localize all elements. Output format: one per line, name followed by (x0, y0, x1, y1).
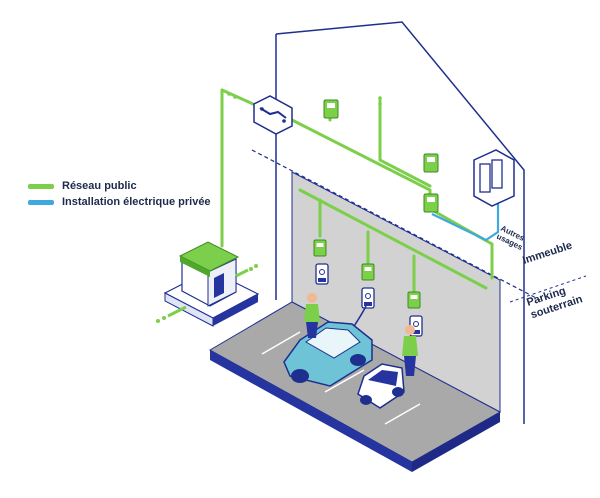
zone-divider-dashed (509, 275, 587, 303)
legend-label: Installation électrique privée (62, 196, 211, 208)
legend-item-private-installation: Installation électrique privée (28, 196, 211, 208)
incoming-public-cable-left (167, 305, 187, 318)
cable-end-dots (227, 92, 382, 106)
parking-zone-label: Parking souterrain (525, 285, 584, 321)
substation-base-side (213, 294, 258, 326)
parking-floor-edge-side (412, 412, 500, 472)
incoming-cable-dots (156, 264, 258, 323)
blue-line-swatch (28, 199, 54, 205)
person-icon (402, 325, 418, 376)
person-icon (304, 293, 320, 338)
substation-roof-edge (180, 256, 210, 277)
substation-door (214, 273, 224, 298)
parking-floor-edge-front (210, 350, 412, 472)
electric-car (283, 321, 373, 387)
parking-bay-lines (261, 331, 421, 425)
floor-separator-dashed (251, 149, 541, 301)
private-installation-lines (431, 200, 500, 242)
legend-label: Réseau public (62, 180, 137, 192)
meter-icons (313, 99, 439, 309)
breaker-switch-box (253, 95, 293, 135)
building-zone-label: Immeuble (521, 240, 574, 267)
small-electric-car (357, 363, 405, 409)
other-uses-cabinet (473, 149, 515, 207)
incoming-public-cable-right (235, 268, 249, 278)
legend-item-public-network: Réseau public (28, 180, 137, 192)
green-line-swatch (28, 183, 54, 189)
